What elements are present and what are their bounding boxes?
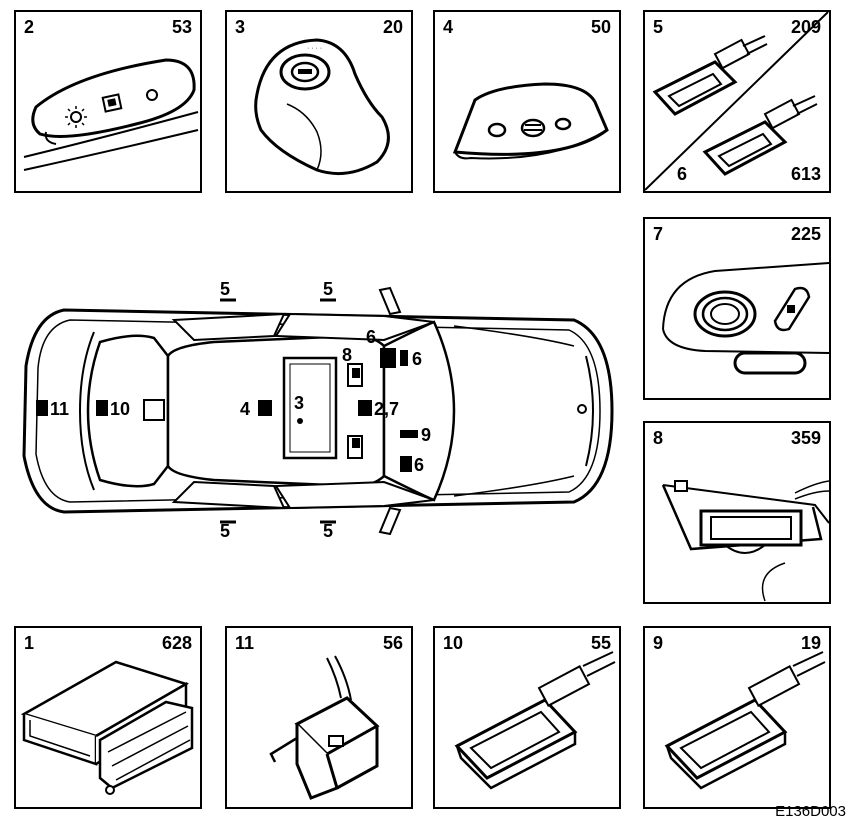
- part-code: 209: [790, 17, 821, 37]
- panel-part-10: 10 55: [433, 626, 621, 809]
- part-code: 56: [382, 633, 403, 653]
- panel-part-7: 7 225: [643, 217, 831, 400]
- part-code: 50: [590, 17, 611, 37]
- marker-6-upper: [380, 348, 396, 368]
- marker-10: [96, 400, 108, 416]
- marker-8: [352, 368, 360, 378]
- vanity-mirror-lamp-icon: [661, 480, 829, 602]
- car-label-5-bottom-right: 5: [323, 521, 334, 541]
- panel-part-11: 11 56: [225, 626, 413, 809]
- part-code: 359: [790, 428, 821, 448]
- part-code: 19: [800, 633, 821, 653]
- car-label-6-lower: 6: [414, 455, 425, 475]
- front-reading-lamp-icon: [23, 58, 199, 171]
- svg-text:· · · ·: · · · ·: [307, 45, 322, 52]
- marker-3: [297, 418, 303, 424]
- interior-lamp-icon: [452, 82, 609, 160]
- car-label-10: 10: [110, 399, 131, 419]
- car-label-5-top-left: 5: [220, 279, 231, 299]
- part-code: 55: [590, 633, 611, 653]
- car-label-11: 11: [50, 399, 70, 419]
- cigarette-lighter-icon: [662, 262, 829, 375]
- part-number: 4: [443, 17, 454, 37]
- car-label-3: 3: [294, 393, 305, 413]
- drawing-reference: E136D003: [775, 803, 846, 820]
- car-label-5-bottom-left: 5: [220, 521, 231, 541]
- part-code: 613: [790, 164, 821, 184]
- panel-part-4: 4 50: [433, 10, 621, 193]
- marker-2-7: [358, 400, 372, 416]
- car-top-view: 5 5 5 5 6 8 6 4 3 2,7 9 6 11 10: [14, 276, 614, 546]
- marker-8-lower: [352, 438, 360, 448]
- marker-6-upper-b: [400, 350, 408, 366]
- panel-part-2: 2 53: [14, 10, 202, 193]
- glovebox-lamp-icon: [664, 651, 826, 790]
- part-number: 1: [24, 633, 35, 653]
- marker-6-lower: [400, 456, 412, 472]
- part-code: 20: [382, 17, 403, 37]
- part-number: 10: [443, 633, 464, 653]
- part-number: 5: [653, 17, 664, 37]
- marker-9: [400, 430, 418, 438]
- panel-part-3: 3 20 · · · ·: [225, 10, 413, 193]
- part-number: 7: [653, 224, 664, 244]
- marker-4: [258, 400, 272, 416]
- part-number: 11: [235, 633, 255, 653]
- car-label-9: 9: [421, 425, 432, 445]
- door-lamp-icon: [645, 12, 829, 191]
- part-number: 8: [653, 428, 664, 448]
- part-code: 225: [790, 224, 821, 244]
- tailgate-lamp-icon: [269, 655, 380, 800]
- panel-part-8: 8 359: [643, 421, 831, 604]
- part-number: 2: [24, 17, 35, 37]
- control-module-icon: [20, 660, 194, 795]
- panel-part-9: 9 19: [643, 626, 831, 809]
- panel-part-1: 1 628: [14, 626, 202, 809]
- boot-lamp-icon: [454, 651, 616, 790]
- car-label-6-mid: 6: [412, 349, 423, 369]
- panel-part-5-6: 5 209 6 613: [643, 10, 831, 193]
- part-number: 6: [677, 164, 688, 184]
- part-number: 9: [653, 633, 664, 653]
- car-label-4: 4: [240, 399, 251, 419]
- part-number: 3: [235, 17, 246, 37]
- part-code: 53: [171, 17, 192, 37]
- car-label-8: 8: [342, 345, 353, 365]
- marker-11: [36, 400, 48, 416]
- car-label-2-7: 2,7: [374, 399, 400, 419]
- ignition-switch-icon: · · · ·: [254, 38, 390, 176]
- part-code: 628: [161, 633, 192, 653]
- car-label-6-upper: 6: [366, 327, 377, 347]
- car-body-outline-icon: [22, 286, 614, 536]
- car-label-5-top-right: 5: [323, 279, 334, 299]
